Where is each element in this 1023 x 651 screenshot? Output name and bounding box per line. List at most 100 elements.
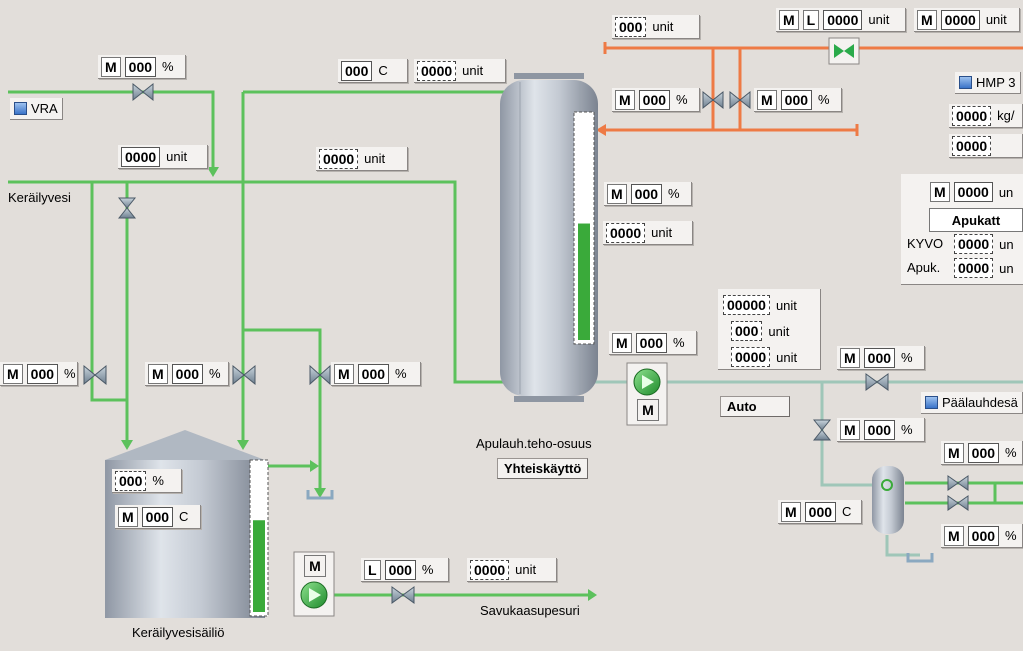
mode-indicator[interactable]: M [757,89,777,110]
summary-row-1[interactable]: 00000 unit [720,293,818,317]
hx-valve-1-faceplate[interactable]: M 000 % [941,441,1023,465]
scrubber-valve-faceplate[interactable]: L 000 % [361,558,449,582]
value-field: 000 [780,89,813,110]
column-level-faceplate[interactable]: 0000 unit [603,221,693,245]
orange-pipes [600,42,1023,136]
mode-indicator[interactable]: M [3,363,23,384]
unit-label: % [152,473,164,488]
steam-valve-2-faceplate[interactable]: M 000 % [754,88,842,112]
pump-tank-mode-button[interactable]: M [304,555,326,577]
value-field: 0000 [319,148,359,169]
value-field: 0000 [417,60,457,81]
flow-summary-panel: 00000 unit 000 unit 0000 unit [718,289,821,370]
pump-main-mode-button[interactable]: M [637,399,659,421]
tag-vra-label: VRA [31,101,58,116]
summary-row-2[interactable]: 000 unit [728,319,818,343]
kyvo-faceplate[interactable]: 0000 un [951,232,1023,256]
mode-indicator[interactable]: M [607,183,627,204]
control-valve-faceplate[interactable]: M L 0000 unit [776,8,906,32]
unit-label: unit [775,297,797,313]
local-indicator[interactable]: L [364,559,381,580]
tag-paalauhdes-label: Päälauhdesä [942,395,1018,410]
steam-valve-1-faceplate[interactable]: M 000 % [612,88,700,112]
return-valve-faceplate[interactable]: M 000 % [837,418,925,442]
main-condensate-valve-faceplate[interactable]: M 000 % [837,346,925,370]
value-field: 000 [967,442,1000,463]
value-field: 00000 [723,295,770,315]
apuk-faceplate[interactable]: 0000 un [951,256,1023,280]
summary-row-3[interactable]: 0000 unit [728,345,818,369]
value-field: 0000 [953,182,993,202]
hmp-kg-faceplate[interactable]: 0000 kg/ [949,104,1023,128]
mode-indicator[interactable]: M [781,501,801,522]
column-vessel [500,73,598,402]
value-field: 0000 [940,9,980,30]
mode-indicator[interactable]: M [944,442,964,463]
unit-label: unit [651,225,673,240]
unit-label: % [901,350,913,365]
mode-indicator[interactable]: M [840,347,860,368]
tank-level-faceplate[interactable]: 000 % [112,469,182,493]
green-pipes [8,90,1023,597]
flow-keraily-faceplate[interactable]: 0000 unit [316,147,408,171]
value-field: 000 [863,419,896,440]
heat-exchanger [872,466,904,534]
apukatt-panel: M 0000 un Apukatt KYVO 0000 un Apuk. 000… [901,174,1023,285]
value-field: 000 [357,363,390,384]
control-valve-green [828,37,860,65]
column-flow-faceplate[interactable]: 0000 unit [414,59,506,83]
unit-label: % [64,366,76,381]
flow-vra-faceplate[interactable]: 0000 unit [118,145,208,169]
unit-label: C [842,504,852,519]
mode-indicator[interactable]: M [917,9,937,30]
mode-indicator[interactable]: M [615,89,635,110]
scrubber-flow-faceplate[interactable]: 0000 unit [467,558,557,582]
hx-temp-faceplate[interactable]: M 000 C [778,500,862,524]
mode-indicator[interactable]: M [930,182,950,202]
hmp-value-faceplate[interactable]: 0000 [949,134,1023,158]
tag-hmp[interactable]: HMP 3 [955,72,1021,94]
apukatt-setpoint[interactable]: M 0000 un [927,180,1023,204]
kyvo-label: KYVO [907,236,944,251]
tag-vra[interactable]: VRA [10,98,63,120]
keraily-valve-1-faceplate[interactable]: M 000 % [0,362,78,386]
mode-indicator[interactable]: M [334,363,354,384]
unit-label: unit [868,12,890,27]
yhteiskaytto-button[interactable]: Yhteiskäyttö [497,458,589,479]
unit-label: unit [364,151,386,166]
tag-paalauhdes[interactable]: Päälauhdesä [921,392,1023,414]
apuk-label: Apuk. [907,260,941,275]
pump-speed-faceplate[interactable]: M 000 % [609,331,697,355]
valve-vra-faceplate[interactable]: M 000 % [98,55,186,79]
value-field: 000 [115,470,147,491]
local-indicator[interactable]: L [802,9,820,30]
unit-label: un [998,184,1014,200]
tank-temp-faceplate[interactable]: M 000 C [115,505,201,529]
value-field: 000 [863,347,896,368]
steam-flow-faceplate[interactable]: 000 unit [612,15,700,39]
column-valve-faceplate[interactable]: M 000 % [604,182,692,206]
mode-indicator[interactable]: M [779,9,799,30]
unit-label: unit [166,149,188,164]
unit-label: % [673,335,685,350]
flow-arrows [121,167,597,601]
mode-indicator[interactable]: M [118,506,138,527]
mode-indicator[interactable]: M [101,56,121,77]
value-field: 0000 [823,9,863,30]
mode-indicator[interactable]: M [612,332,632,353]
temp-column-faceplate[interactable]: 000 C [338,59,408,83]
mode-indicator[interactable]: M [944,525,964,546]
unit-label: C [378,63,388,78]
keraily-valve-3-faceplate[interactable]: M 000 % [331,362,421,386]
mode-indicator[interactable]: M [840,419,860,440]
hx-valve-2-faceplate[interactable]: M 000 % [941,524,1023,548]
keraily-valve-2-faceplate[interactable]: M 000 % [145,362,229,386]
auto-button[interactable]: Auto [720,396,790,417]
value-field: 000 [630,183,663,204]
value-field: 0000 [952,135,992,156]
mode-indicator[interactable]: M [148,363,168,384]
unit-label: unit [515,562,537,577]
unit-label: % [209,366,221,381]
hmp-flow-faceplate[interactable]: M 0000 unit [914,8,1020,32]
value-field: 000 [384,559,416,580]
